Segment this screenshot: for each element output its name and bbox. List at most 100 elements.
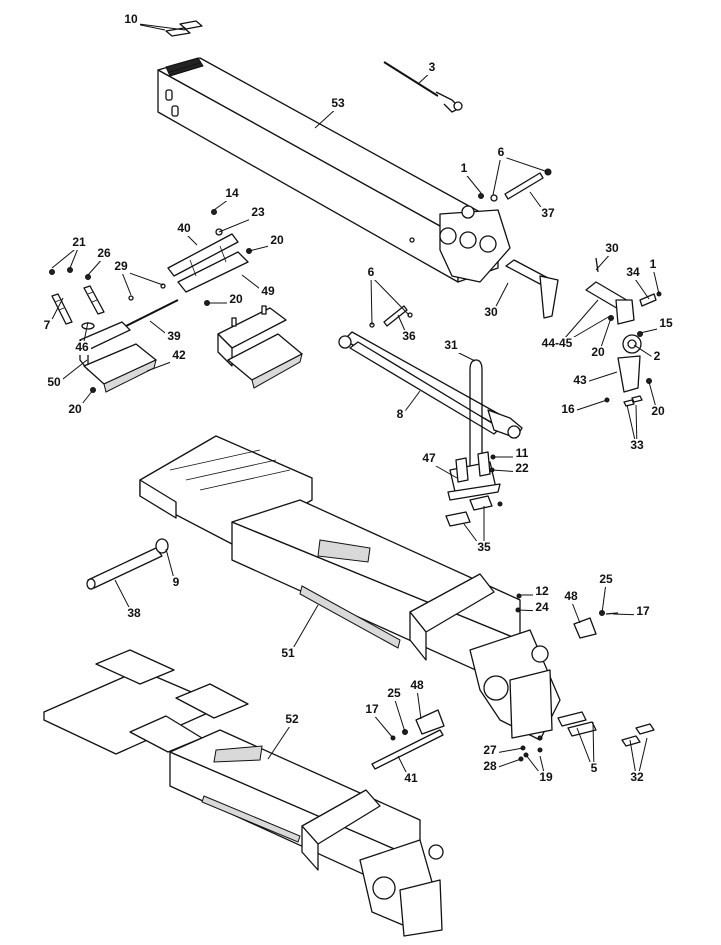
part-8-cylinder xyxy=(338,331,523,439)
callout-label: 1 xyxy=(650,257,657,271)
callout-background xyxy=(537,337,577,351)
callout-37: 37 xyxy=(529,191,557,221)
callout-51: 51 xyxy=(279,604,319,661)
callout-25: 25 xyxy=(385,686,406,733)
callout-20: 20 xyxy=(248,233,286,252)
callout-background xyxy=(533,601,551,615)
callout-background xyxy=(624,266,642,280)
callout-48: 48 xyxy=(562,589,581,624)
callout-label: 11 xyxy=(516,446,529,460)
callout-background xyxy=(223,187,241,201)
callout-8: 8 xyxy=(394,390,421,422)
callout-label: 8 xyxy=(397,407,404,421)
callout-label: 44-45 xyxy=(542,336,573,350)
part-shoe-assembly-middle xyxy=(217,305,303,389)
callout-1: 1 xyxy=(647,257,660,295)
callout-label: 14 xyxy=(225,186,239,200)
callout-background xyxy=(408,679,426,693)
callout-20: 20 xyxy=(66,389,94,417)
callout-background xyxy=(283,713,301,727)
callout-background xyxy=(513,447,531,461)
callout-3: 3 xyxy=(417,60,438,85)
callout-label: 30 xyxy=(484,305,498,319)
callout-12: 12 xyxy=(519,584,551,599)
callout-label: 42 xyxy=(172,348,186,362)
callout-label: 2 xyxy=(654,349,661,363)
part-3-cable xyxy=(383,61,463,113)
callout-49: 49 xyxy=(241,274,277,299)
callout-19: 19 xyxy=(525,754,555,785)
callout-label: 10 xyxy=(124,12,138,26)
callout-background xyxy=(597,573,615,587)
callout-6: 6 xyxy=(492,145,549,196)
leader-line xyxy=(371,712,394,739)
callout-background xyxy=(458,162,470,176)
callout-label: 28 xyxy=(483,759,497,773)
callout-background xyxy=(634,605,652,619)
callout-background xyxy=(170,349,188,363)
callout-28: 28 xyxy=(481,758,522,774)
callout-background xyxy=(589,346,607,360)
callout-background xyxy=(426,61,438,75)
callout-5: 5 xyxy=(576,721,600,776)
callout-31: 31 xyxy=(442,338,476,362)
callout-30: 30 xyxy=(482,282,509,320)
leader-line xyxy=(500,155,549,173)
callout-42: 42 xyxy=(146,348,188,372)
callout-label: 6 xyxy=(368,265,375,279)
callout-label: 46 xyxy=(75,340,89,354)
part-53-boom xyxy=(157,57,511,283)
callout-38: 38 xyxy=(114,579,143,621)
callout-17: 17 xyxy=(612,604,652,619)
callout-35: 35 xyxy=(463,506,493,555)
part-52-frame xyxy=(43,649,444,937)
callout-background xyxy=(385,687,403,701)
callout-label: 20 xyxy=(591,345,605,359)
callout-background xyxy=(649,405,667,419)
part-5-plates xyxy=(518,711,655,762)
callout-label: 27 xyxy=(483,743,497,757)
callout-25: 25 xyxy=(597,572,615,614)
callout-background xyxy=(279,647,297,661)
callout-label: 47 xyxy=(422,451,436,465)
callout-label: 17 xyxy=(636,604,650,618)
callout-label: 35 xyxy=(477,540,491,554)
callout-background xyxy=(95,247,113,261)
callout-label: 48 xyxy=(410,678,424,692)
callout-label: 34 xyxy=(626,265,640,279)
callout-background xyxy=(628,771,646,785)
callout-33: 33 xyxy=(626,404,646,453)
callout-label: 17 xyxy=(365,702,379,716)
callout-background xyxy=(495,146,507,160)
callout-36: 36 xyxy=(397,314,418,344)
callout-label: 22 xyxy=(515,461,529,475)
callout-43: 43 xyxy=(571,371,618,388)
callout-background xyxy=(562,590,580,604)
callout-label: 25 xyxy=(599,572,613,586)
callout-background xyxy=(73,341,91,355)
callout-14: 14 xyxy=(213,186,241,211)
callout-background xyxy=(559,403,577,417)
leader-line xyxy=(492,155,502,196)
callout-22: 22 xyxy=(491,461,531,476)
callout-53: 53 xyxy=(314,96,347,129)
callout-background xyxy=(481,744,499,758)
part-30-44-45-pins xyxy=(505,257,662,407)
callout-41: 41 xyxy=(397,755,420,786)
callout-20: 20 xyxy=(648,381,667,419)
callout-17: 17 xyxy=(363,702,394,739)
callout-background xyxy=(657,317,675,331)
callout-46: 46 xyxy=(73,321,91,355)
callout-21: 21 xyxy=(51,235,88,269)
callout-label: 3 xyxy=(429,60,436,74)
callout-label: 36 xyxy=(402,329,416,343)
leader-line xyxy=(267,722,293,760)
callout-background xyxy=(571,374,589,388)
callout-29: 29 xyxy=(112,259,164,296)
callout-7: 7 xyxy=(41,297,64,333)
callout-background xyxy=(70,236,88,250)
callout-background xyxy=(66,403,84,417)
callout-label: 21 xyxy=(72,235,86,249)
leader-line xyxy=(393,696,406,733)
